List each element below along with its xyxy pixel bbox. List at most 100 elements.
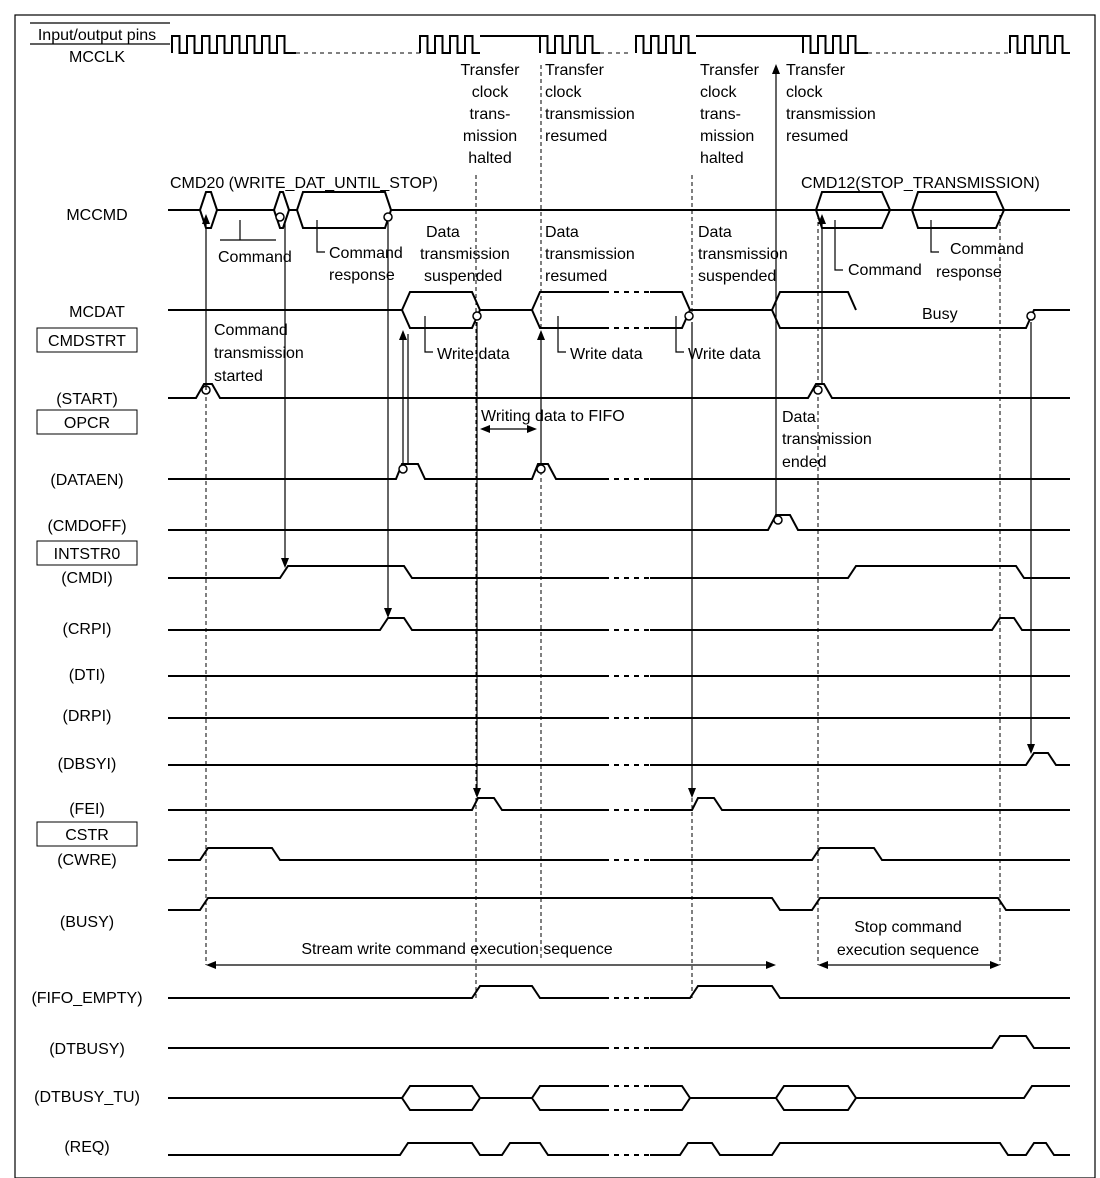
leader-write-data-2	[557, 316, 566, 353]
clock-burst	[802, 35, 863, 54]
annotation-resumed-2: Transfer clock transmission resumed	[786, 62, 876, 145]
annotation-data-ended-line: ended	[782, 454, 827, 471]
leader-command-2	[834, 220, 843, 271]
edge-circle	[398, 464, 408, 474]
waveform-fei	[168, 797, 1070, 811]
annotation-line: trans-	[470, 106, 511, 123]
waveform-crpi	[168, 617, 1070, 631]
annotation-stop-sequence-line: Stop command	[854, 919, 962, 936]
waveform-cwre	[168, 847, 1070, 861]
leader-write-data-3	[675, 316, 684, 353]
annotation-writing-fifo: Writing data to FIFO	[481, 408, 625, 425]
annotation-cmd-started-line: transmission	[214, 345, 304, 362]
waveform-mccmd	[168, 191, 1070, 229]
annotation-line: halted	[700, 150, 744, 167]
clock-burst	[635, 35, 696, 54]
signal-label-crpi: (CRPI)	[63, 621, 112, 638]
leader-response-2	[930, 220, 939, 253]
annotation-line: mission	[463, 128, 517, 145]
annotation-write-data-1: Write data	[437, 346, 510, 363]
signal-labels: MCCMD MCDAT (START) (DATAEN) (CMDOFF) (C…	[31, 207, 142, 1156]
diagram-frame	[14, 14, 1096, 1178]
arrowhead	[480, 425, 490, 433]
annotation-data-ended-line: transmission	[782, 431, 872, 448]
arrowhead	[473, 788, 481, 798]
annotation-resumed-data: Data transmission resumed	[545, 224, 635, 285]
waveform-dtbusy-tu	[168, 1085, 1070, 1111]
annotation-line: clock	[472, 84, 509, 101]
annotation-data-ended-line: Data	[782, 409, 816, 426]
annotation-line: clock	[700, 84, 737, 101]
signal-label-dataen: (DATAEN)	[50, 472, 123, 489]
register-intstr0: INTSTR0	[54, 546, 121, 563]
arrowhead	[818, 214, 826, 224]
annotation-response-2-line: response	[936, 264, 1002, 281]
clock-burst	[1009, 35, 1070, 54]
annotation-line: transmission	[698, 246, 788, 263]
arrowhead	[206, 961, 216, 969]
annotation-line: clock	[786, 84, 823, 101]
clock-burst	[419, 35, 480, 54]
arrowhead	[772, 64, 780, 74]
waveform-mcdat-gap	[604, 291, 650, 329]
signal-label-cmdoff: (CMDOFF)	[47, 518, 126, 535]
waveform-dtbusy-tu-gap	[604, 1085, 650, 1111]
register-cstr: CSTR	[65, 827, 109, 844]
signal-label-cmdi: (CMDI)	[61, 570, 113, 587]
annotation-line: transmission	[786, 106, 876, 123]
arrowhead	[399, 330, 407, 340]
span-arrows	[206, 425, 1000, 969]
waveform-cmdi	[168, 565, 1070, 579]
annotation-halted-1: Transfer clock trans- mission halted	[461, 62, 521, 167]
arrowhead	[766, 961, 776, 969]
annotation-response-1-line: response	[329, 267, 395, 284]
register-cmdstrt: CMDSTRT	[48, 333, 126, 350]
annotation-cmd12: CMD12(STOP_TRANSMISSION)	[801, 175, 1040, 192]
annotation-suspended-1: Data transmission suspended	[420, 224, 510, 285]
annotation-write-data-3: Write data	[688, 346, 761, 363]
header-title-top: Input/output pins	[38, 27, 156, 44]
edge-circle	[684, 311, 694, 321]
annotation-line: mission	[700, 128, 754, 145]
arrowhead	[990, 961, 1000, 969]
annotation-line: Data	[426, 224, 460, 241]
annotation-line: Transfer	[545, 62, 605, 79]
annotation-line: suspended	[424, 268, 502, 285]
annotation-cmd20: CMD20 (WRITE_DAT_UNTIL_STOP)	[170, 175, 438, 192]
annotation-line: Transfer	[786, 62, 846, 79]
signal-label-drpi: (DRPI)	[63, 708, 112, 725]
register-box-cstr	[36, 821, 138, 847]
annotation-cmd-started-line: started	[214, 368, 263, 385]
annotation-line: transmission	[545, 106, 635, 123]
waveform-cmdoff	[168, 514, 1070, 531]
waveform-dbsyi	[168, 752, 1070, 766]
leader-lines	[220, 220, 939, 353]
arrowhead	[281, 558, 289, 568]
arrowhead	[384, 608, 392, 618]
edge-circle	[813, 385, 823, 395]
leader-response-1	[316, 220, 325, 253]
annotation-line: halted	[468, 150, 512, 167]
annotation-line: Transfer	[700, 62, 760, 79]
edge-circle	[773, 515, 783, 525]
annotation-line: transmission	[420, 246, 510, 263]
edge-circle	[383, 212, 393, 222]
signal-label-mcdat: MCDAT	[69, 304, 125, 321]
annotation-line: Transfer	[461, 62, 521, 79]
annotation-resumed-1: Transfer clock transmission resumed	[545, 62, 635, 145]
arrowhead	[537, 330, 545, 340]
annotation-busy: Busy	[922, 306, 958, 323]
waveforms	[168, 191, 1070, 1156]
leader-write-data-1	[424, 316, 433, 353]
waveform-req	[168, 1142, 1070, 1156]
annotation-cmd-started-line: Command	[214, 322, 288, 339]
mcclk-waveform	[171, 35, 1070, 54]
edge-circle	[1026, 311, 1036, 321]
header-title-bottom: MCCLK	[69, 49, 125, 66]
arrowhead	[818, 961, 828, 969]
arrowhead	[527, 425, 537, 433]
signal-label-start: (START)	[56, 391, 118, 408]
register-box-intstr0	[36, 540, 138, 566]
annotation-stop-sequence-line: execution sequence	[837, 942, 979, 959]
